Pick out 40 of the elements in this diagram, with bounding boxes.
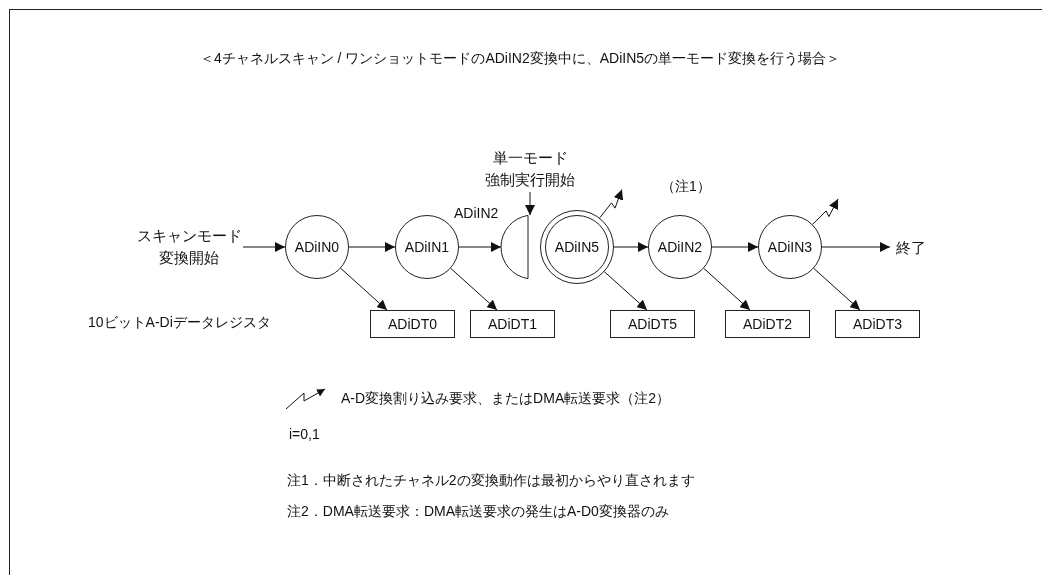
note-reference: （注1） [661,177,711,196]
node-label: ADiIN3 [767,237,813,257]
note-text: 注1．中断されたチャネル2の変換動作は最初からやり直されます [287,472,695,490]
node-label: ADiDT1 [488,314,537,334]
arrow [525,191,535,216]
arrow [813,267,861,311]
register-box [610,310,695,338]
register-box [725,310,810,338]
register-box [835,310,920,338]
node-label: ADiDT3 [853,314,902,334]
flow-text: 終了 [896,238,926,259]
register-label: 10ビットA-Diデータレジスタ [88,314,271,332]
node-label: ADiDT0 [388,314,437,334]
flow-text: 単一モード [492,148,568,169]
channel-label: ADiIN2 [454,204,499,223]
node-label: ADiIN1 [404,237,450,257]
node-label: ADiDT5 [628,314,677,334]
arrow [703,267,751,311]
register-box [370,310,455,338]
interrupt-request-arrow [599,189,624,219]
note-text: i=0,1 [289,426,320,442]
arrow [711,242,759,252]
node-label: ADiIN2 [657,237,703,257]
arrow [604,271,648,311]
node-label: ADiIN0 [294,237,340,257]
diagram-title: ＜4チャネルスキャン / ワンショットモードのADiIN2変換中に、ADiIN5の単一モード変換を行う場合＞ [198,50,842,68]
arrow [458,242,502,252]
register-box [470,310,555,338]
interrupt-request-arrow [812,198,839,225]
flow-text: スキャンモード変換開始 [135,226,243,268]
arrow [348,242,396,252]
arrow [613,242,649,252]
note-text: 注2．DMA転送要求：DMA転送要求の発生はA-D0変換器のみ [287,503,669,521]
flow-text: 強制実行開始 [485,170,575,190]
arrow [340,267,388,311]
node-label: ADiDT2 [743,314,792,334]
arrow [450,267,498,311]
arrow [242,242,286,252]
arrow [821,242,891,252]
legend-text: A-D変換割り込み要求、またはDMA転送要求（注2） [341,390,670,408]
